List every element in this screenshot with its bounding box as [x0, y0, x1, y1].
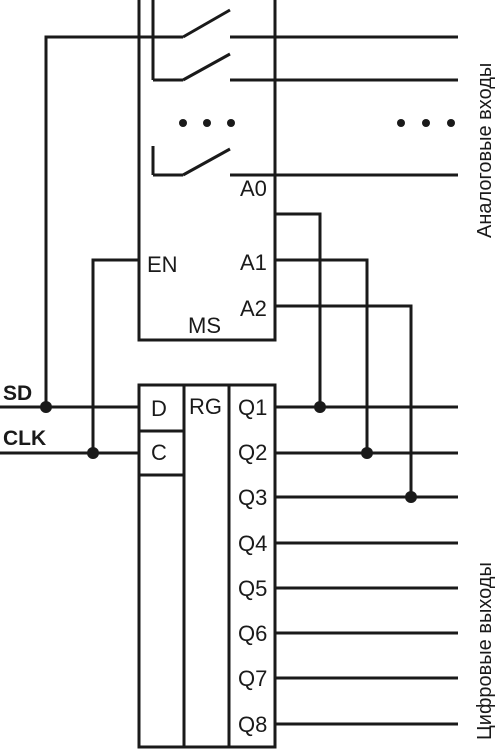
reg-q6-label: Q6: [238, 621, 267, 646]
reg-q1-label: Q1: [238, 395, 267, 420]
reg-c-label: C: [151, 440, 167, 465]
digital-outputs-label: Цифровые выходы: [474, 562, 496, 740]
mux-type-label: MS: [188, 313, 221, 338]
reg-q5-label: Q5: [238, 576, 267, 601]
q3-a2-junction: [405, 491, 417, 503]
a2-feedback-wire: [275, 304, 413, 497]
a0-feedback-wire: [275, 212, 322, 407]
sd-to-switch-bus-wire: [44, 35, 153, 407]
reg-q4-label: Q4: [238, 531, 267, 556]
reg-q3-label: Q3: [238, 485, 267, 510]
input-signals: SD CLK: [0, 35, 153, 459]
reg-q8-label: Q8: [238, 712, 267, 737]
sd-junction: [40, 401, 52, 413]
mux-a2-label: A2: [240, 296, 267, 321]
q1-a0-junction: [314, 401, 326, 413]
ellipsis-outer: [397, 119, 455, 127]
clk-label: CLK: [3, 427, 46, 450]
mux-a0-label: A0: [240, 176, 267, 201]
clk-to-en-wire: [91, 258, 139, 453]
mux-a1-label: A1: [240, 250, 267, 275]
reg-q7-label: Q7: [238, 666, 267, 691]
register-outline: [137, 383, 277, 749]
a1-feedback-wire: [275, 258, 369, 453]
analog-inputs-label: Аналоговые входы: [474, 63, 496, 238]
mux-en-label: EN: [147, 252, 178, 277]
clk-junction: [87, 447, 99, 459]
multiplexer-ms: EN MS A0 A1 A2: [137, 0, 277, 342]
reg-d-label: D: [151, 396, 167, 421]
reg-type-label: RG: [189, 394, 222, 419]
reg-q2-label: Q2: [238, 440, 267, 465]
sd-label: SD: [3, 382, 32, 405]
analog-switch-n: [153, 147, 458, 177]
mux-switches: [151, 0, 458, 177]
ellipsis-inner: [179, 119, 235, 127]
q2-a1-junction: [361, 447, 373, 459]
analog-switch-2: [153, 52, 458, 82]
analog-switch-1: [153, 8, 458, 39]
multiplexer-outline: [137, 0, 277, 342]
address-feedback-wires: [275, 212, 417, 503]
register-rg: D C RG Q1 Q2 Q3 Q4 Q5 Q6 Q7 Q8: [137, 383, 277, 749]
